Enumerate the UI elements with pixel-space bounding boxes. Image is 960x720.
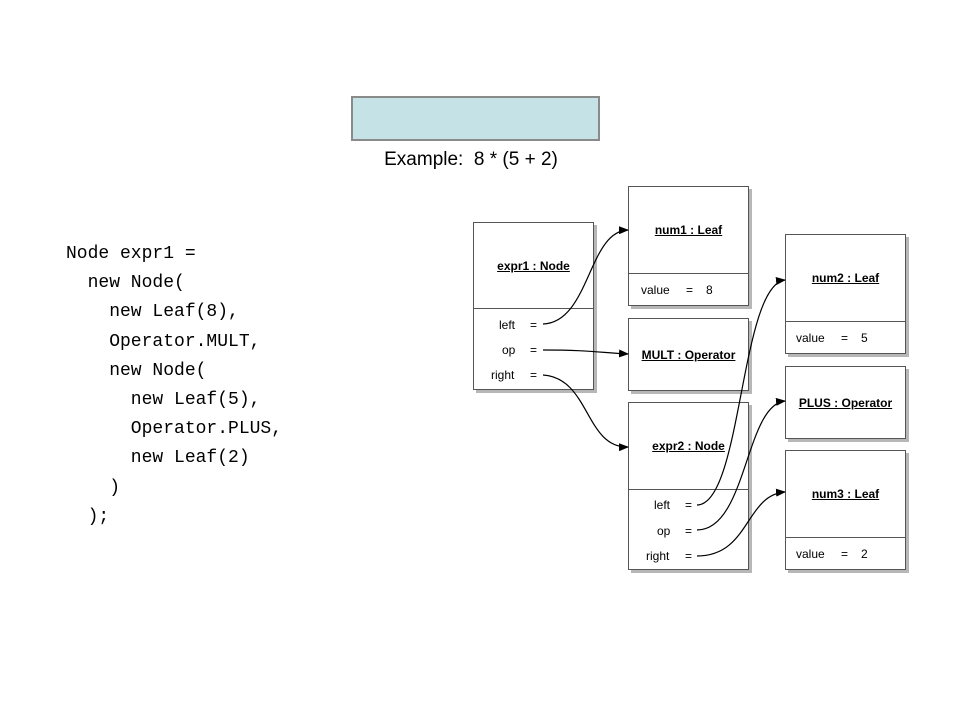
example-label-box: Example: 8 * (5 + 2) xyxy=(351,96,600,170)
field-value: 8 xyxy=(706,283,713,297)
field-value: 2 xyxy=(861,547,868,561)
code-line: new Node( xyxy=(66,273,185,294)
mult-operator-object: MULT : Operator xyxy=(628,318,749,391)
num1-leaf-object: num1 : Leaf value = 8 xyxy=(628,186,749,306)
field-equals: = xyxy=(530,343,538,357)
code-line: new Leaf(2) xyxy=(66,448,250,469)
plus-operator-object: PLUS : Operator xyxy=(785,366,906,439)
num3-leaf-title: num3 : Leaf xyxy=(786,451,905,538)
plus-operator-title: PLUS : Operator xyxy=(798,395,893,410)
mult-operator-title: MULT : Operator xyxy=(641,347,736,362)
code-line: ) xyxy=(66,477,121,498)
field-right-label: right xyxy=(646,549,670,563)
field-op-label: op xyxy=(502,343,516,357)
field-equals: = xyxy=(685,549,693,563)
code-line: Operator.MULT, xyxy=(66,331,261,352)
expr2-node-title: expr2 : Node xyxy=(629,403,748,490)
expr2-node-object: expr2 : Node left = op = right = xyxy=(628,402,749,570)
field-op-label: op xyxy=(657,524,671,538)
code-line: new Leaf(8), xyxy=(66,302,239,323)
field-value-label: value xyxy=(641,283,670,297)
field-equals: = xyxy=(685,498,693,512)
expr1-node-title: expr1 : Node xyxy=(474,223,593,309)
field-right-label: right xyxy=(491,368,515,382)
field-equals: = xyxy=(686,283,694,297)
field-value-label: value xyxy=(796,331,825,345)
field-equals: = xyxy=(685,524,693,538)
field-value-label: value xyxy=(796,547,825,561)
code-line: Node expr1 = xyxy=(66,244,196,264)
code-line: ); xyxy=(66,506,110,527)
num2-leaf-object: num2 : Leaf value = 5 xyxy=(785,234,906,354)
num1-leaf-title: num1 : Leaf xyxy=(629,187,748,274)
field-equals: = xyxy=(841,331,849,345)
field-equals: = xyxy=(530,318,538,332)
field-equals: = xyxy=(530,368,538,382)
code-snippet: Node expr1 = new Node( new Leaf(8), Oper… xyxy=(66,240,282,532)
num2-leaf-title: num2 : Leaf xyxy=(786,235,905,322)
code-line: new Leaf(5), xyxy=(66,389,261,410)
num3-leaf-object: num3 : Leaf value = 2 xyxy=(785,450,906,570)
code-line: Operator.PLUS, xyxy=(66,419,283,440)
field-equals: = xyxy=(841,547,849,561)
field-left-label: left xyxy=(499,318,516,332)
field-left-label: left xyxy=(654,498,671,512)
field-value: 5 xyxy=(861,331,868,345)
expr1-node-object: expr1 : Node left = op = right = xyxy=(473,222,594,390)
example-label: Example: 8 * (5 + 2) xyxy=(384,149,558,170)
code-line: new Node( xyxy=(66,360,207,381)
